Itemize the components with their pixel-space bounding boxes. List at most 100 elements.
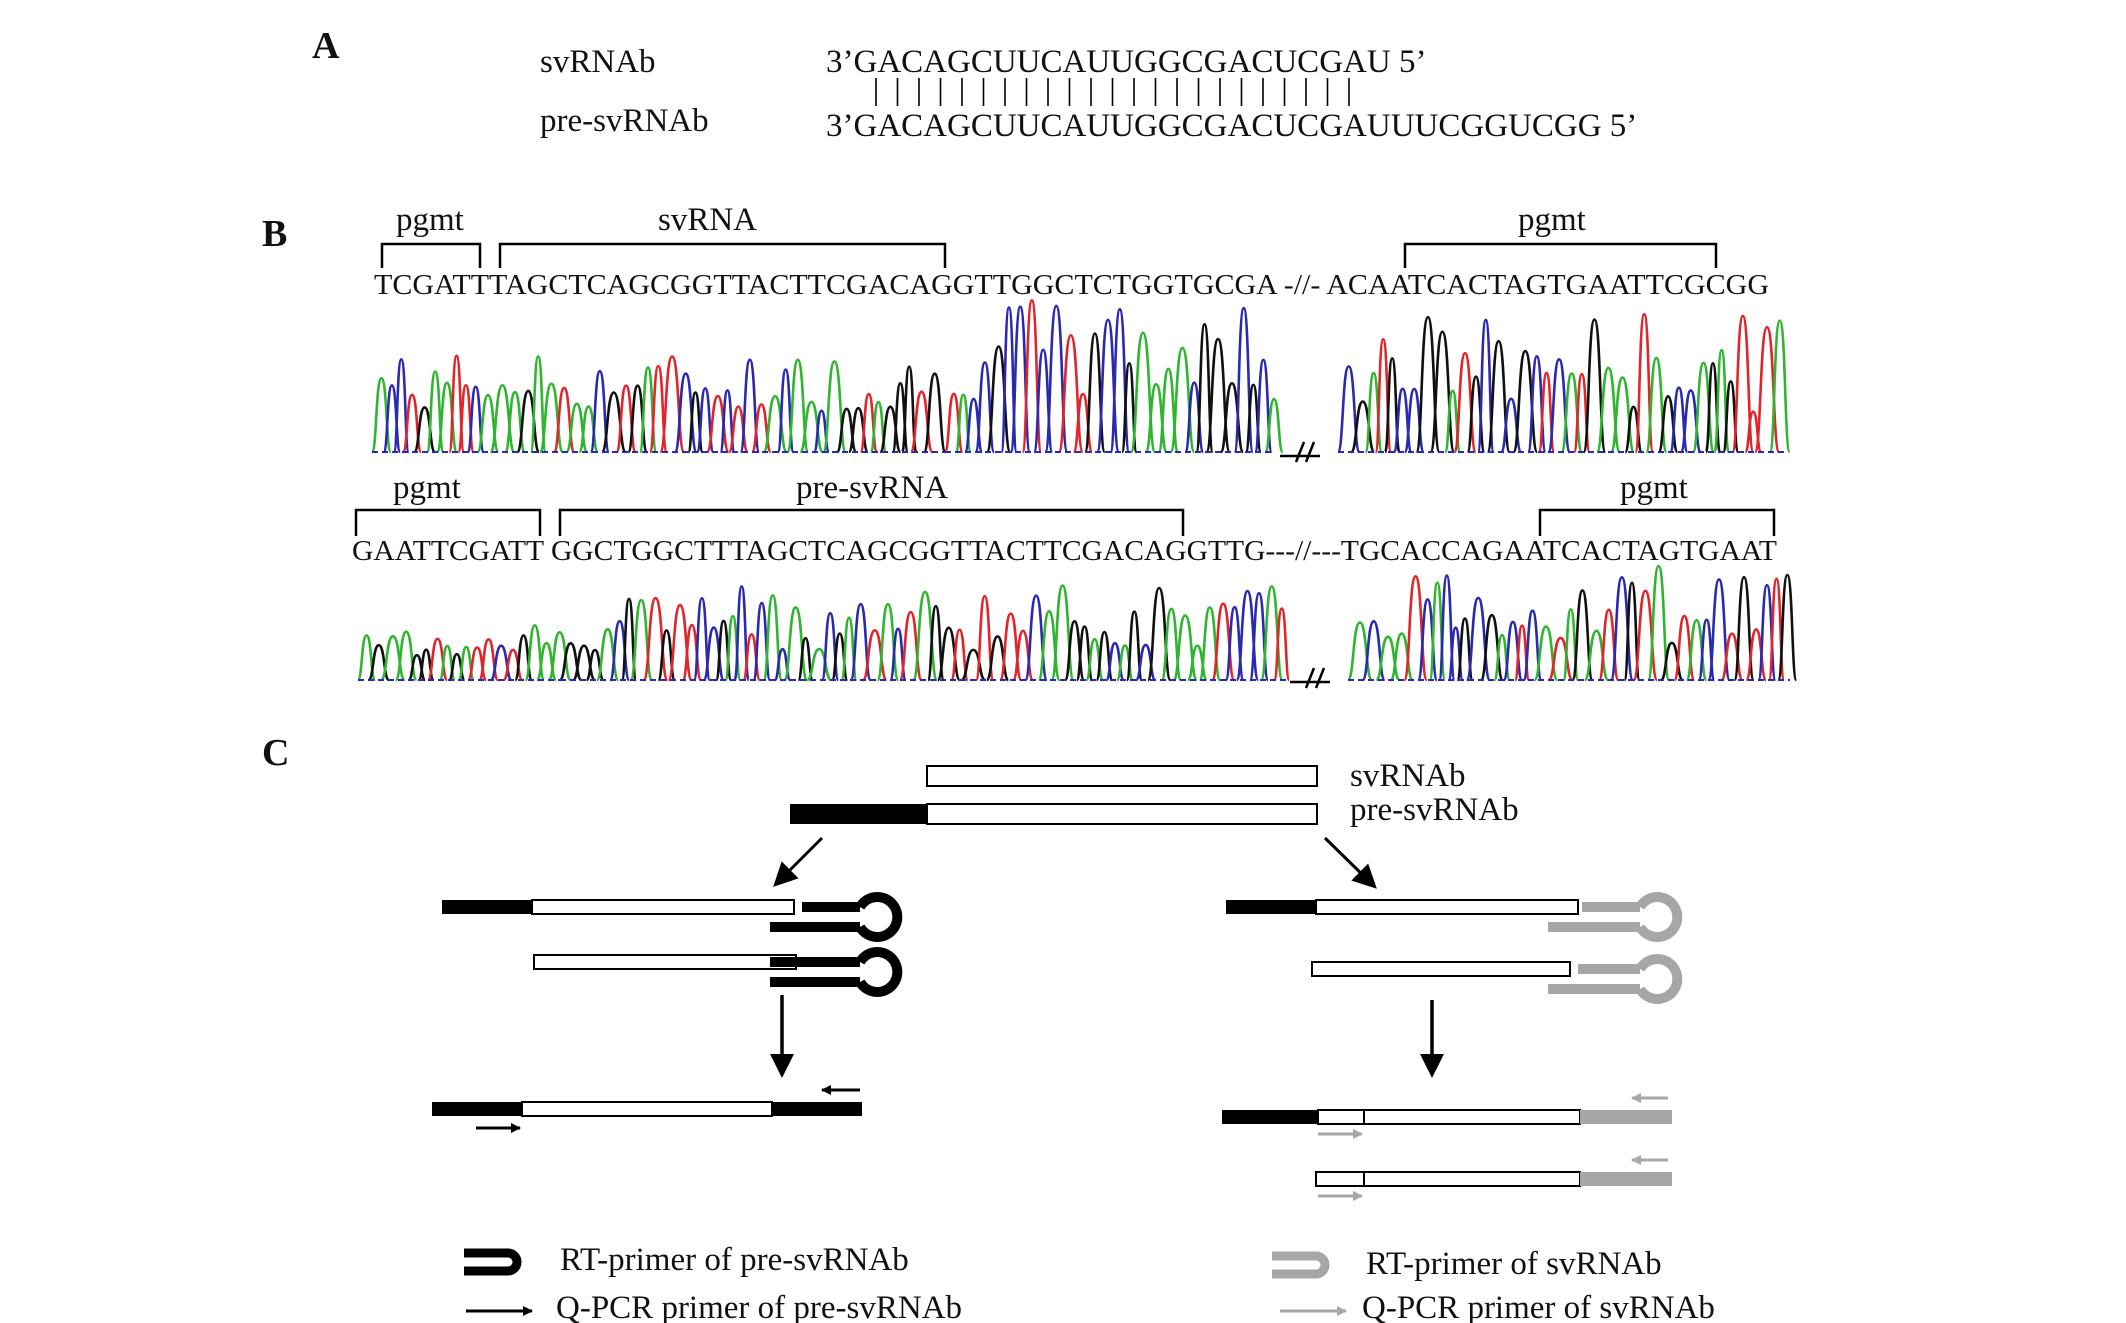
trace-peak — [1632, 589, 1659, 682]
chromatogram-break-bottom — [1290, 667, 1330, 689]
trace-peak — [1623, 405, 1643, 454]
trace-peak — [1609, 376, 1636, 454]
trace-peak — [578, 405, 600, 454]
trace-peak — [538, 382, 565, 454]
pre-svrnab-sequence: 3’GACAGCUUCAUUGGCGACUCGAUUUCGGUCGG 5’ — [826, 108, 1637, 144]
trace-peak — [659, 355, 686, 454]
bracket-label-pgmt-left-bottom: pgmt — [393, 470, 461, 506]
trace-peak — [1364, 371, 1384, 454]
trace-peak — [642, 596, 669, 682]
pre-svrnab-strand — [926, 803, 1318, 825]
bracket-pre-svrna — [558, 508, 1185, 536]
trace-peak — [1685, 618, 1708, 682]
chromatogram-break-top — [1280, 441, 1320, 463]
trace-peak — [705, 394, 730, 454]
panel-c-label: C — [262, 732, 289, 774]
top-sequence: TCGATTTAGCTCAGCGGTTACTTCGACAGGTTGGCTCTGG… — [374, 270, 1769, 301]
bottom-sequence: GAATTCGATT GGCTGGCTTTAGCTCAGCGGTTACTTCGA… — [352, 536, 1777, 567]
trace-peak — [724, 614, 742, 682]
trace-peak — [1646, 564, 1671, 682]
trace-peak — [608, 619, 631, 682]
trace-peak — [1453, 351, 1477, 454]
trace-peak — [1659, 641, 1684, 682]
trace-peak — [960, 648, 986, 682]
trace-peak — [1560, 372, 1584, 454]
trace-peak — [911, 590, 939, 682]
svrnab-sequence: 3’GACAGCUUCAUUGGCGACUCGAU 5’ — [826, 44, 1426, 80]
trace-peak — [1679, 389, 1702, 454]
pre-svrnab-name: pre-svRNAb — [540, 103, 709, 139]
trace-peak — [847, 406, 870, 454]
arrow-to-pre-branch — [773, 836, 824, 887]
trace-peak — [681, 623, 703, 682]
trace-peak — [943, 392, 964, 454]
trace-peak — [985, 345, 1012, 454]
arrow-to-sv-branch — [1323, 836, 1377, 889]
pre-svrnab-extension — [790, 804, 927, 824]
bracket-label-pgmt-right-top: pgmt — [1518, 202, 1586, 238]
trace-peak — [1186, 644, 1209, 682]
trace-peak — [1466, 375, 1486, 454]
bracket-svrna — [498, 242, 947, 268]
trace-peak — [1210, 602, 1236, 682]
trace-peak — [1063, 620, 1086, 682]
trace-peak — [1403, 387, 1425, 454]
trace-peak — [936, 626, 961, 682]
bracket-pgmt-right-top — [1403, 242, 1718, 268]
trace-peak — [1011, 629, 1035, 682]
trace-peak — [1768, 319, 1791, 454]
trace-peak — [382, 384, 402, 454]
chromatogram-top — [370, 299, 1791, 454]
trace-peak — [489, 644, 513, 682]
trace-peak — [1429, 330, 1456, 454]
trace-peak — [1691, 361, 1716, 454]
trace-peak — [1095, 318, 1121, 454]
svrnab-strand — [926, 765, 1318, 787]
trace-peak — [413, 406, 437, 454]
trace-peak — [822, 360, 847, 454]
svrnab-strand-label: svRNAb — [1350, 758, 1466, 794]
trace-peak — [502, 648, 524, 682]
trace-peak — [1264, 397, 1284, 454]
trace-peak — [799, 400, 824, 454]
pre-svrnab-strand-label: pre-svRNAb — [1350, 792, 1519, 828]
trace-peak — [1134, 643, 1157, 682]
panel-a-label: A — [312, 25, 340, 67]
bracket-label-svrna: svRNA — [658, 202, 757, 238]
trace-peak — [595, 627, 620, 682]
base-pair-lines — [875, 78, 1350, 106]
legend-qpcr-primer-sv: Q-PCR primer of svRNAb — [1362, 1290, 1715, 1323]
trace-peak — [806, 647, 832, 682]
trace-peak — [1072, 392, 1094, 454]
trace-peak — [1502, 620, 1524, 682]
trace-peak — [466, 646, 488, 682]
pre-branch-pcr-product — [432, 1085, 862, 1133]
trace-peak — [407, 653, 427, 682]
trace-peak — [516, 389, 541, 454]
trace-peak — [1583, 629, 1610, 682]
bracket-pgmt-left-top — [380, 242, 482, 268]
trace-peak — [762, 394, 788, 454]
panel-b-label: B — [262, 213, 287, 255]
trace-peak — [1346, 621, 1374, 682]
legend-rt-primer-pre-icon — [464, 1248, 522, 1276]
trace-peak — [1479, 613, 1504, 682]
pre-branch-rt — [442, 892, 903, 997]
trace-peak — [1129, 331, 1157, 454]
sv-branch-rt — [1226, 892, 1683, 1004]
trace-peak — [379, 634, 406, 682]
trace-peak — [370, 377, 393, 454]
trace-peak — [1184, 381, 1205, 454]
trace-peak — [426, 637, 449, 682]
trace-peak — [1403, 574, 1429, 682]
trace-peak — [565, 402, 589, 454]
trace-peak — [1146, 586, 1172, 682]
trace-peak — [673, 372, 698, 454]
svrnab-name: svRNAb — [540, 44, 656, 80]
trace-peak — [1169, 346, 1196, 454]
trace-peak — [985, 635, 1010, 682]
sv-branch-pcr-product-2 — [1315, 1155, 1672, 1201]
trace-peak — [1235, 589, 1260, 682]
trace-peak — [600, 391, 627, 454]
